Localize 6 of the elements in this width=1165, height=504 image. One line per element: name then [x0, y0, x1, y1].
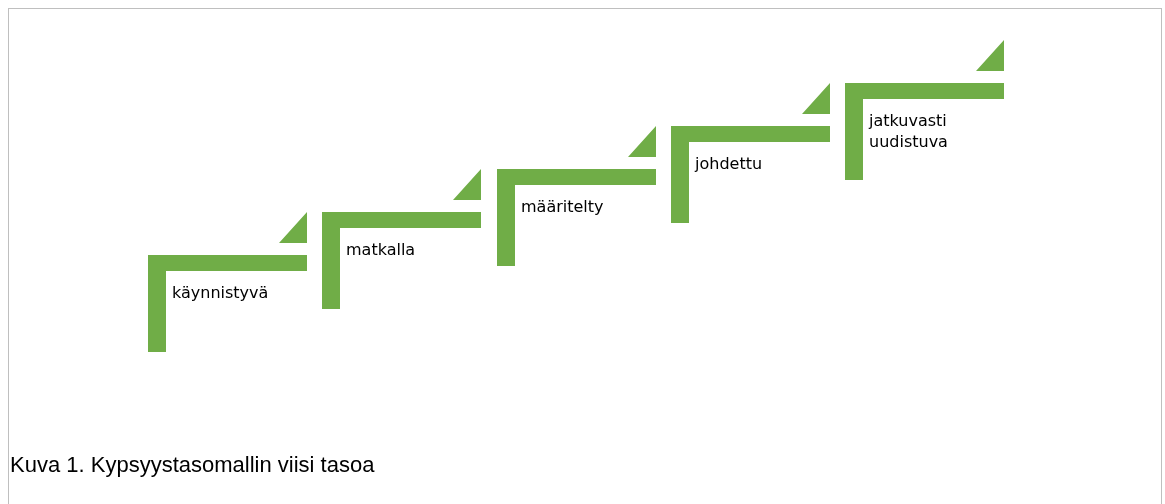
step-label: määritelty — [521, 196, 605, 217]
figure-caption: Kuva 1. Kypsyystasomallin viisi tasoa — [10, 452, 375, 478]
step-label: matkalla — [346, 239, 417, 260]
step-label: johdettu — [695, 153, 764, 174]
step-label: käynnistyvä — [172, 282, 270, 303]
step-label: jatkuvasti uudistuva — [869, 110, 949, 152]
